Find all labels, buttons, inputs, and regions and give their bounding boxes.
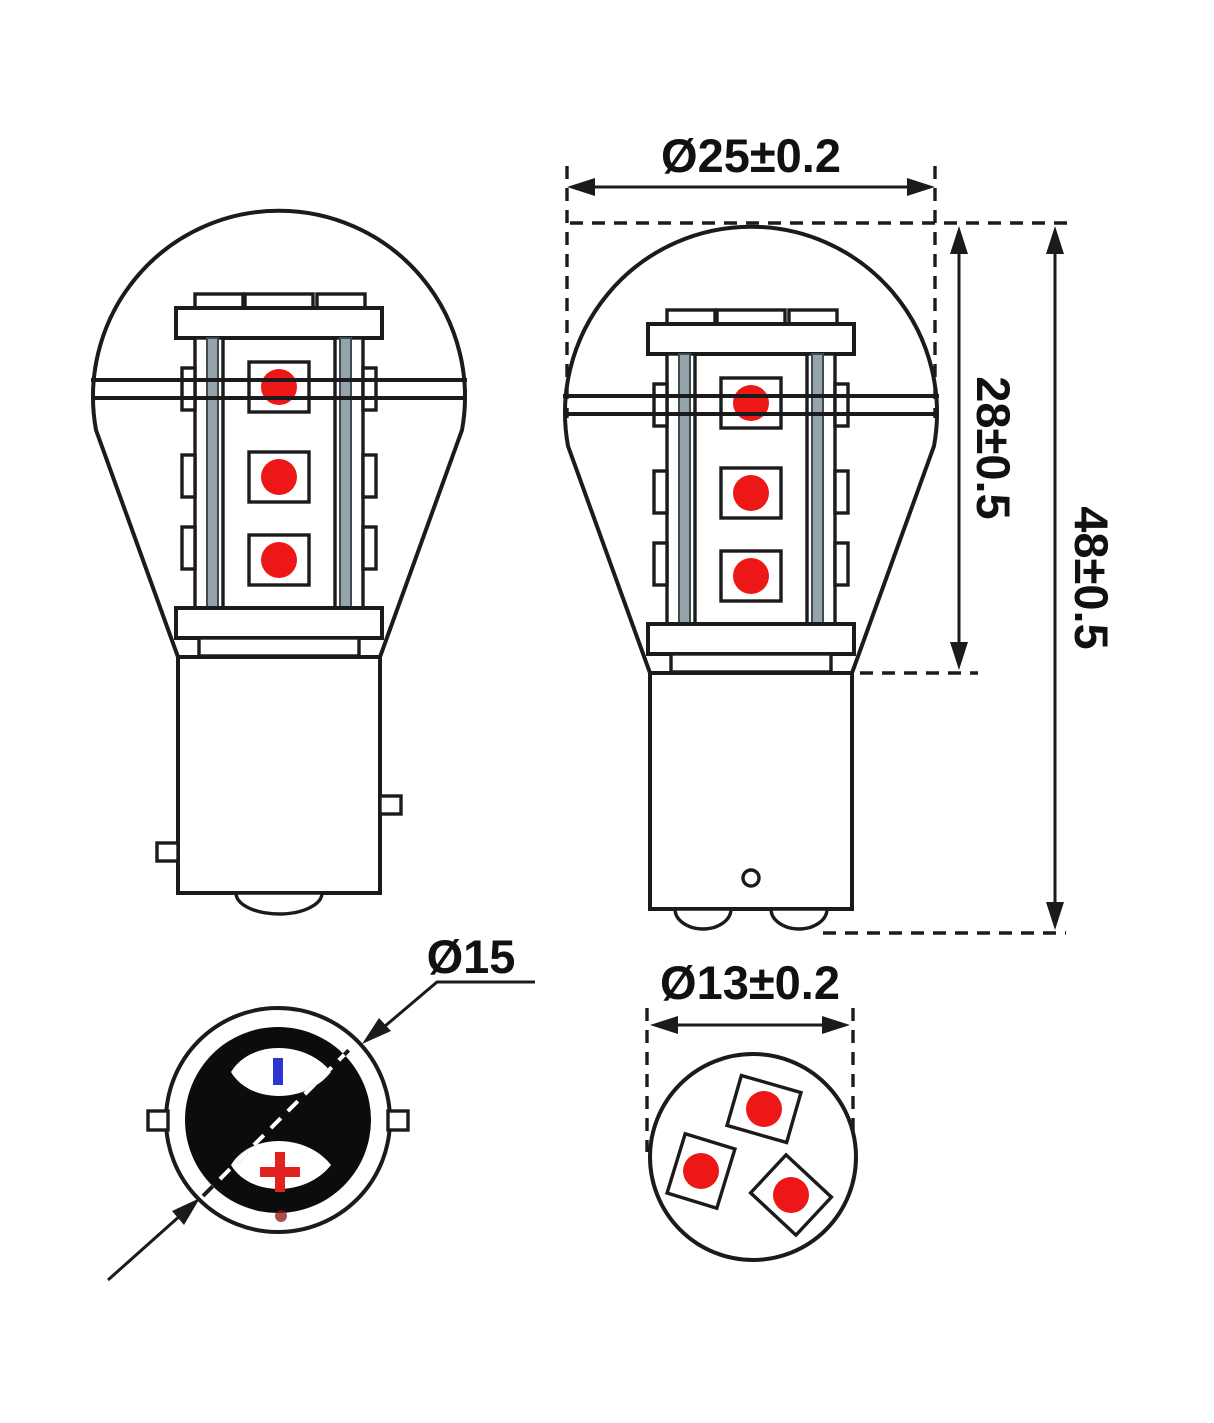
dim-bulb-diameter: Ø25±0.2	[567, 129, 935, 196]
base-edge-leader	[107, 1198, 200, 1282]
top-led-package	[724, 1073, 804, 1145]
led-dot	[683, 1153, 719, 1189]
split-plane-dashed-line-on-face	[201, 1045, 354, 1198]
leader-arrowhead	[362, 1018, 391, 1044]
polarity-plus-mark	[260, 1152, 300, 1192]
bayonet-pin-right	[378, 794, 403, 816]
head-diameter-label: Ø13±0.2	[660, 956, 840, 1009]
arrowhead-top	[1046, 226, 1064, 254]
overall-height-label: 48±0.5	[1065, 506, 1118, 649]
arrowhead-left	[567, 178, 595, 196]
polarity-print-smudge	[275, 1210, 287, 1222]
arrowhead-top	[950, 226, 968, 254]
construction-lines	[565, 166, 1068, 935]
head-end-view: Ø13±0.2	[645, 956, 858, 1262]
arrowhead-right	[907, 178, 935, 196]
bayonet-pin-left	[155, 841, 180, 863]
leader-arrowhead	[172, 1198, 200, 1225]
base-end-view: Ø15	[107, 930, 535, 1282]
bottom-contact-right	[769, 907, 829, 931]
bayonet-pin-end-right	[386, 1109, 410, 1132]
arrowhead-right	[822, 1016, 850, 1034]
bayonet-pin-end-left	[146, 1109, 170, 1132]
dim-overall-height: 48±0.5	[1046, 226, 1118, 930]
glass-height-label: 28±0.5	[967, 376, 1020, 519]
bottom-contact	[234, 891, 324, 916]
dim-glass-height: 28±0.5	[950, 226, 1020, 670]
led-dot	[773, 1177, 809, 1213]
led-dot	[746, 1091, 782, 1127]
bottom-contact-left	[673, 907, 733, 931]
bulb-side-view	[563, 224, 939, 931]
bulb-diameter-label: Ø25±0.2	[661, 129, 841, 182]
bulb-front-view	[91, 208, 467, 916]
polarity-minus-mark	[273, 1058, 283, 1085]
bottom-right-led-package	[748, 1152, 834, 1238]
base-diameter-leader: Ø15	[362, 930, 535, 1044]
bulb-side-view-body	[563, 224, 939, 912]
base-diameter-label: Ø15	[427, 930, 516, 983]
left-led-package	[664, 1131, 738, 1211]
arrowhead-left	[650, 1016, 678, 1034]
base-locating-hole	[741, 868, 761, 888]
arrowhead-bottom	[1046, 902, 1064, 930]
arrowhead-bottom	[950, 642, 968, 670]
bulb-front-view-body	[91, 208, 467, 896]
